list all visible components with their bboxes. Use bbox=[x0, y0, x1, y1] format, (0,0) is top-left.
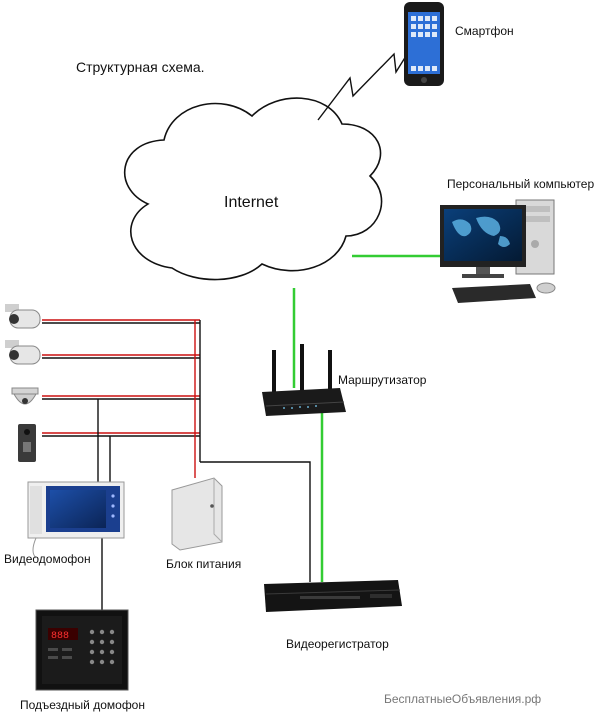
router-label: Маршрутизатор bbox=[338, 373, 427, 387]
camera-wiring bbox=[42, 319, 311, 612]
cloud-label: Internet bbox=[224, 194, 279, 211]
internet-cloud bbox=[123, 97, 383, 281]
power-supply-label: Блок питания bbox=[166, 557, 242, 571]
smartphone-label: Смартфон bbox=[455, 24, 514, 38]
videophone-label: Видеодомофон bbox=[4, 552, 91, 566]
bullet-camera-icon bbox=[5, 304, 41, 329]
call-panel-icon bbox=[18, 424, 36, 462]
bullet-camera-icon bbox=[5, 340, 41, 365]
svg-text:888: 888 bbox=[51, 631, 69, 642]
dvr-icon bbox=[264, 580, 402, 612]
videophone-icon bbox=[27, 481, 125, 559]
dvr-label: Видеорегистратор bbox=[286, 637, 389, 651]
wireless-link bbox=[317, 52, 407, 121]
router-icon bbox=[262, 344, 346, 416]
pc-label: Персональный компьютер bbox=[447, 177, 595, 191]
entrance-panel-icon: 888 bbox=[35, 609, 129, 691]
entrance-panel-label: Подъездный домофон bbox=[20, 698, 145, 712]
smartphone-icon bbox=[404, 2, 444, 86]
watermark: БесплатныеОбъявления.рф bbox=[384, 692, 542, 706]
dome-camera-icon bbox=[11, 387, 39, 405]
power-supply-icon bbox=[171, 477, 223, 551]
diagram-title: Структурная схема. bbox=[76, 59, 205, 75]
desktop-computer-icon bbox=[440, 199, 556, 303]
